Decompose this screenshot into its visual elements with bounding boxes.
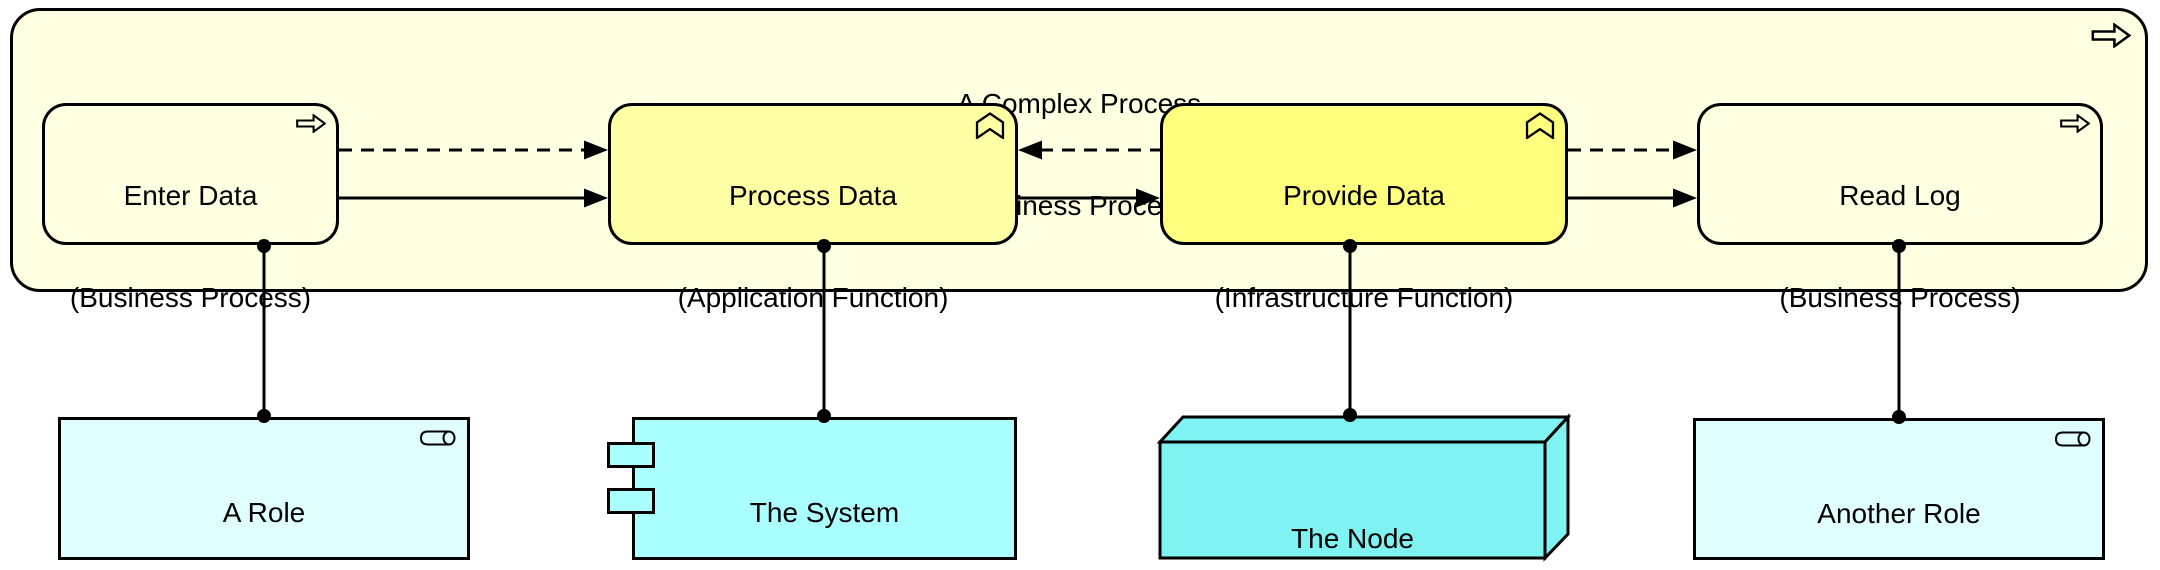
process-data-name: Process Data [728,180,898,211]
business-role-cylinder-icon [2054,431,2091,447]
function-chevron-icon [1525,112,1555,139]
read-log-type: (Business Process) [1779,282,2021,313]
the-node-label[interactable]: The Node (Node) [1160,454,1545,570]
a-role-name: A Role [222,497,306,528]
read-log-label: Read Log (Business Process) [1700,106,2100,383]
the-system-label: The System (Application Component) [635,420,1014,570]
function-chevron-icon [975,112,1005,139]
process-data-label: Process Data (Application Function) [611,106,1015,383]
enter-data-label: Enter Data (Business Process) [45,106,336,383]
ball-endpoint [1343,408,1357,422]
element-enter-data[interactable]: Enter Data (Business Process) [42,103,339,313]
another-role-label: Another Role (Business Role) [1696,421,2102,570]
provide-data-type: (Infrastructure Function) [1214,282,1514,313]
business-process-icon [2091,23,2131,48]
a-role-label: A Role (Business Role) [61,420,467,570]
process-data-type: (Application Function) [677,282,949,313]
enter-data-type: (Business Process) [69,282,312,313]
element-read-log[interactable]: Read Log (Business Process) [1697,103,2103,313]
business-role-cylinder-icon [419,430,456,446]
read-log-name: Read Log [1839,180,1961,211]
element-a-role[interactable]: A Role (Business Role) [58,417,470,560]
node-top-face [1156,415,1572,444]
provide-data-label: Provide Data (Infrastructure Function) [1163,106,1565,383]
business-process-icon [296,114,326,133]
another-role-name: Another Role [1817,498,1981,529]
component-tab-icon [607,442,655,468]
node-right-face [1543,413,1570,562]
the-system-name: The System [749,497,900,528]
element-another-role[interactable]: Another Role (Business Role) [1693,418,2105,560]
element-provide-data[interactable]: Provide Data (Infrastructure Function) [1160,103,1568,313]
the-node-name: The Node [1291,523,1414,554]
business-process-icon [2060,114,2090,133]
element-the-system[interactable]: The System (Application Component) [607,417,1017,560]
provide-data-name: Provide Data [1283,180,1445,211]
element-process-data[interactable]: Process Data (Application Function) [608,103,1018,313]
enter-data-name: Enter Data [123,180,258,211]
component-tab-icon [607,488,655,514]
